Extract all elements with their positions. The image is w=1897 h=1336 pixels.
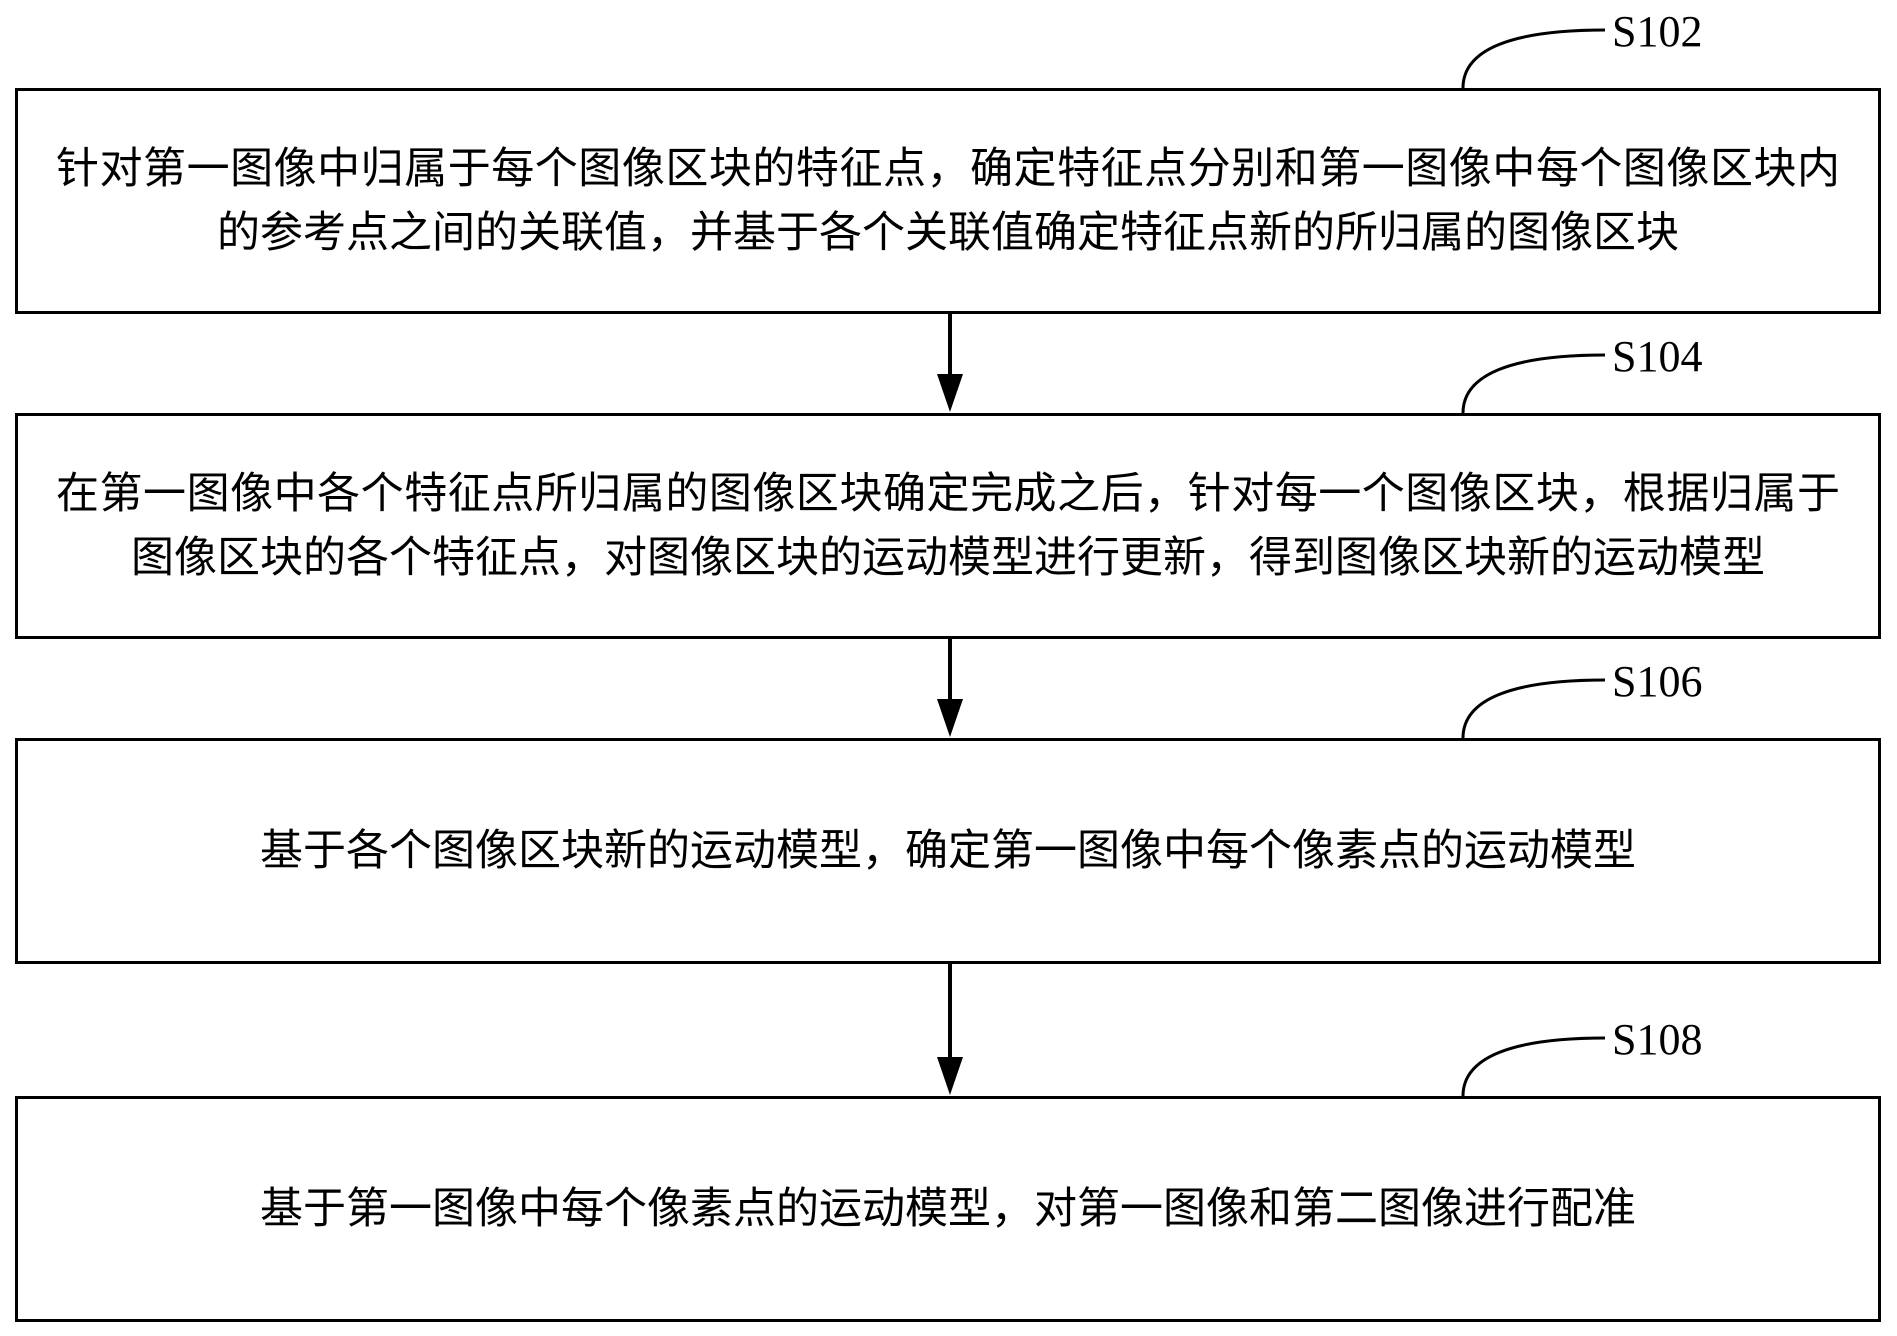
step-box-s104: 在第一图像中各个特征点所归属的图像区块确定完成之后，针对每一个图像区块，根据归属… <box>15 413 1881 639</box>
label-leader-s108 <box>1461 1036 1606 1097</box>
step-box-s102: 针对第一图像中归属于每个图像区块的特征点，确定特征点分别和第一图像中每个图像区块… <box>15 88 1881 314</box>
step-box-s106: 基于各个图像区块新的运动模型，确定第一图像中每个像素点的运动模型 <box>15 738 1881 964</box>
step-text-s104: 在第一图像中各个特征点所归属的图像区块确定完成之后，针对每一个图像区块，根据归属… <box>56 469 1840 583</box>
step-text-s108: 基于第一图像中每个像素点的运动模型，对第一图像和第二图像进行配准 <box>260 1184 1636 1234</box>
label-leader-s102 <box>1461 28 1606 89</box>
step-text-s102: 针对第一图像中归属于每个图像区块的特征点，确定特征点分别和第一图像中每个图像区块… <box>56 144 1840 258</box>
step-label-s108: S108 <box>1612 1015 1703 1064</box>
step-label-s102: S102 <box>1612 7 1703 56</box>
step-label-s106: S106 <box>1612 657 1703 706</box>
step-box-s108: 基于第一图像中每个像素点的运动模型，对第一图像和第二图像进行配准 <box>15 1096 1881 1322</box>
label-leader-s104 <box>1461 353 1606 414</box>
step-text-s106: 基于各个图像区块新的运动模型，确定第一图像中每个像素点的运动模型 <box>260 826 1636 876</box>
label-leader-s106 <box>1461 678 1606 739</box>
arrow-s104-to-s106 <box>937 639 963 737</box>
step-label-s104: S104 <box>1612 332 1703 381</box>
arrow-s106-to-s108 <box>937 964 963 1095</box>
arrow-s102-to-s104 <box>937 314 963 412</box>
